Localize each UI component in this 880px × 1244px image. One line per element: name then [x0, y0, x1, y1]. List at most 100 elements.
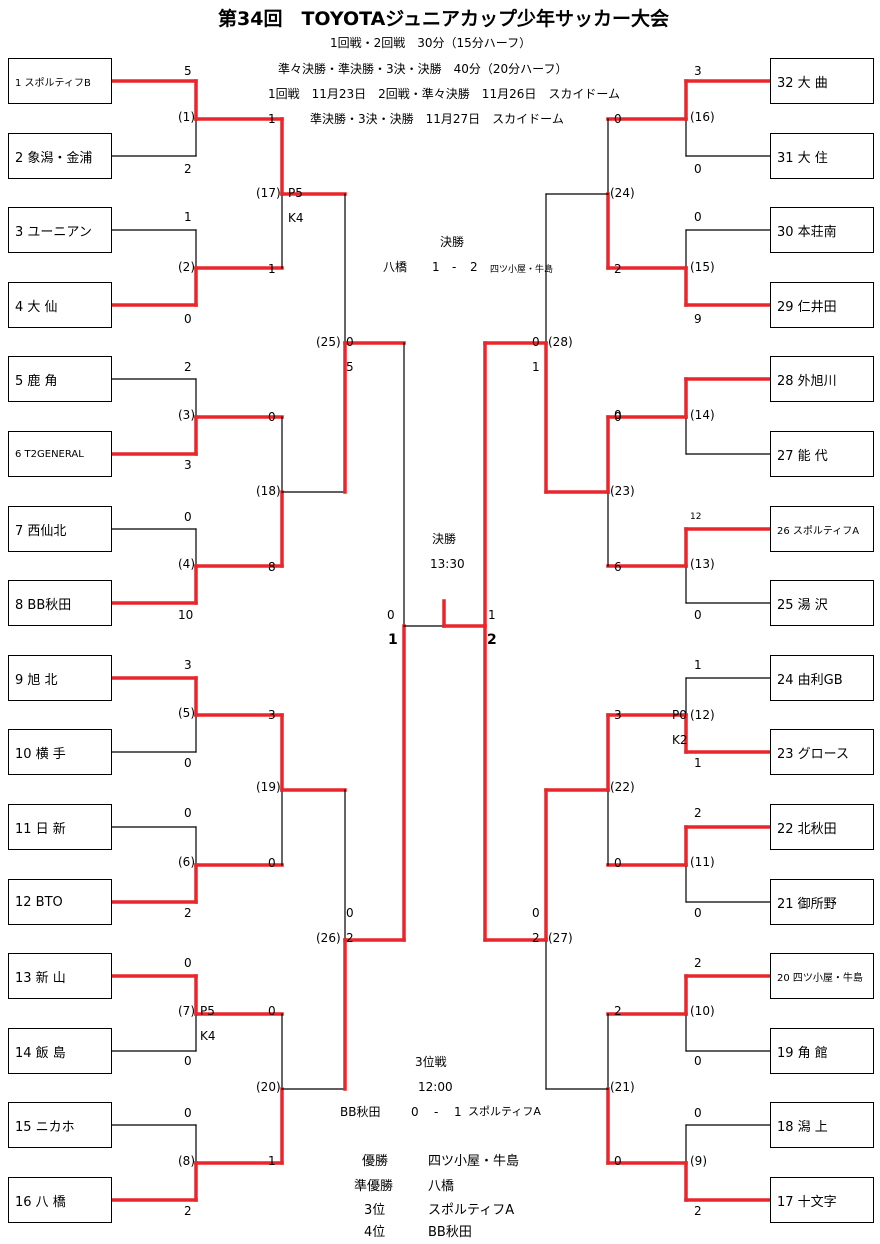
team-box-left-2: 3 ユーニアン [8, 207, 112, 253]
team-box-left-3: 4 大 仙 [8, 282, 112, 328]
bracket-label: 1 [184, 210, 192, 224]
team-box-left-9: 10 横 手 [8, 729, 112, 775]
bracket-label: (1) [178, 110, 195, 124]
bracket-label: (2) [178, 260, 195, 274]
bracket-label: (6) [178, 855, 195, 869]
team-box-right-14: 18 潟 上 [770, 1102, 874, 1148]
third-place-score-away: 1 [454, 1105, 462, 1119]
team-box-left-0: 1 スポルティフB [8, 58, 112, 104]
team-box-right-0: 32 大 曲 [770, 58, 874, 104]
team-box-left-5: 6 T2GENERAL [8, 431, 112, 477]
bracket-label: (21) [610, 1080, 635, 1094]
team-box-right-8: 24 由利GB [770, 655, 874, 701]
bracket-label: 2 [694, 1204, 702, 1218]
bracket-label: 0 [694, 1054, 702, 1068]
bracket-label: (9) [690, 1154, 707, 1168]
final-label: 決勝 [432, 532, 457, 546]
bracket-label: (14) [690, 408, 715, 422]
bracket-label: 1 [268, 112, 276, 126]
bracket-label: 0 [184, 1106, 192, 1120]
bracket-label: 0 [184, 806, 192, 820]
bracket-label: 2 [532, 931, 540, 945]
bracket-label: 6 [614, 560, 622, 574]
team-box-left-8: 9 旭 北 [8, 655, 112, 701]
bracket-label: K4 [288, 211, 304, 225]
bracket-label: 9 [694, 312, 702, 326]
team-box-left-14: 15 ニカホ [8, 1102, 112, 1148]
bracket-label: 2 [184, 162, 192, 176]
header-line-2: 準々決勝・準決勝・3決・決勝 40分（20分ハーフ） [278, 62, 568, 76]
header-line-4: 準決勝・3決・決勝 11月27日 スカイドーム [310, 112, 564, 126]
bracket-label: 2 [346, 931, 354, 945]
bracket-label: (19) [256, 780, 281, 794]
bracket-label: (12) [690, 708, 715, 722]
final-left-number: 1 [388, 632, 398, 648]
bracket-label: (22) [610, 780, 635, 794]
bracket-label: 0 [532, 906, 540, 920]
bracket-label: 0 [694, 906, 702, 920]
bracket-label: (16) [690, 110, 715, 124]
team-box-left-1: 2 象潟・金浦 [8, 133, 112, 179]
bracket-label: 1 [694, 658, 702, 672]
bracket-label: (27) [548, 931, 573, 945]
bracket-label: 3 [694, 64, 702, 78]
bracket-label: 2 [184, 906, 192, 920]
bracket-label: 8 [268, 560, 276, 574]
result-team-3: スポルティフA [428, 1203, 515, 1218]
bracket-label: 1 [532, 360, 540, 374]
bracket-label: 3 [184, 658, 192, 672]
bracket-label: (10) [690, 1004, 715, 1018]
final-summary-away: 四ツ小屋・牛島 [490, 265, 554, 275]
bracket-label: 12 [690, 512, 702, 522]
bracket-label: (5) [178, 706, 195, 720]
final-summary-label: 決勝 [440, 235, 465, 249]
bracket-label: 5 [184, 64, 192, 78]
team-box-left-12: 13 新 山 [8, 953, 112, 999]
team-box-left-11: 12 BTO [8, 879, 112, 925]
bracket-label: (18) [256, 484, 281, 498]
page-title: 第34回 TOYOTAジュニアカップ少年サッカー大会 [218, 8, 669, 30]
bracket-label: 0 [184, 312, 192, 326]
team-box-left-6: 7 西仙北 [8, 506, 112, 552]
bracket-label: 0 [184, 756, 192, 770]
bracket-label: 0 [614, 408, 622, 422]
bracket-label: (23) [610, 484, 635, 498]
team-box-right-1: 31 大 住 [770, 133, 874, 179]
team-box-right-10: 22 北秋田 [770, 804, 874, 850]
bracket-label: P5 [288, 186, 303, 200]
bracket-label: (4) [178, 557, 195, 571]
final-summary-home: 八橋 [383, 260, 408, 274]
final-left-score: 0 [387, 608, 395, 622]
bracket-label: 2 [184, 1204, 192, 1218]
bracket-label: 0 [184, 510, 192, 524]
result-rank-4: 4位 [364, 1225, 386, 1240]
third-place-away: スポルティフA [468, 1105, 541, 1118]
team-box-left-15: 16 八 橋 [8, 1177, 112, 1223]
bracket-label: (26) [316, 931, 341, 945]
bracket-label: 3 [614, 708, 622, 722]
bracket-label: (20) [256, 1080, 281, 1094]
third-place-time: 12:00 [418, 1080, 453, 1094]
bracket-label: 2 [614, 262, 622, 276]
bracket-label: 0 [268, 1004, 276, 1018]
final-right-score: 1 [488, 608, 496, 622]
team-box-right-11: 21 御所野 [770, 879, 874, 925]
bracket-label: (3) [178, 408, 195, 422]
third-place-dash: - [434, 1105, 439, 1119]
bracket-label: 0 [694, 162, 702, 176]
team-box-right-7: 25 湯 沢 [770, 580, 874, 626]
result-rank-3: 3位 [364, 1203, 386, 1218]
bracket-label: 5 [346, 360, 354, 374]
bracket-label: 0 [532, 335, 540, 349]
bracket-label: 0 [346, 906, 354, 920]
final-summary-score-home: 1 [432, 260, 440, 274]
bracket-label: 2 [694, 806, 702, 820]
bracket-label: 1 [694, 756, 702, 770]
bracket-label: 2 [184, 360, 192, 374]
bracket-label: 0 [694, 608, 702, 622]
team-box-left-4: 5 鹿 角 [8, 356, 112, 402]
bracket-label: 3 [184, 458, 192, 472]
bracket-label: 0 [614, 410, 622, 424]
team-box-right-3: 29 仁井田 [770, 282, 874, 328]
